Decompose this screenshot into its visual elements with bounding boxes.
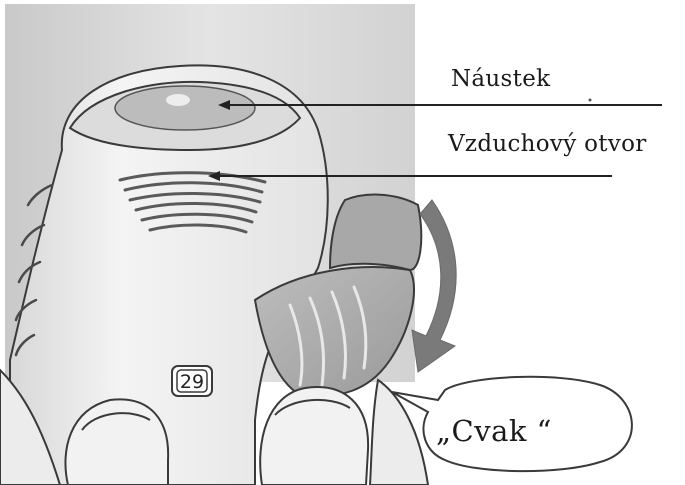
dose-counter-value: 29: [174, 371, 210, 393]
right-thumb: [260, 387, 368, 485]
mouthpiece-label: Náustek: [451, 66, 550, 92]
mouthpiece-opening: [115, 86, 255, 130]
cover-inner: [330, 195, 421, 270]
click-sound-label: „Cvak “: [436, 414, 552, 448]
air-vent-label: Vzduchový otvor: [448, 131, 647, 157]
